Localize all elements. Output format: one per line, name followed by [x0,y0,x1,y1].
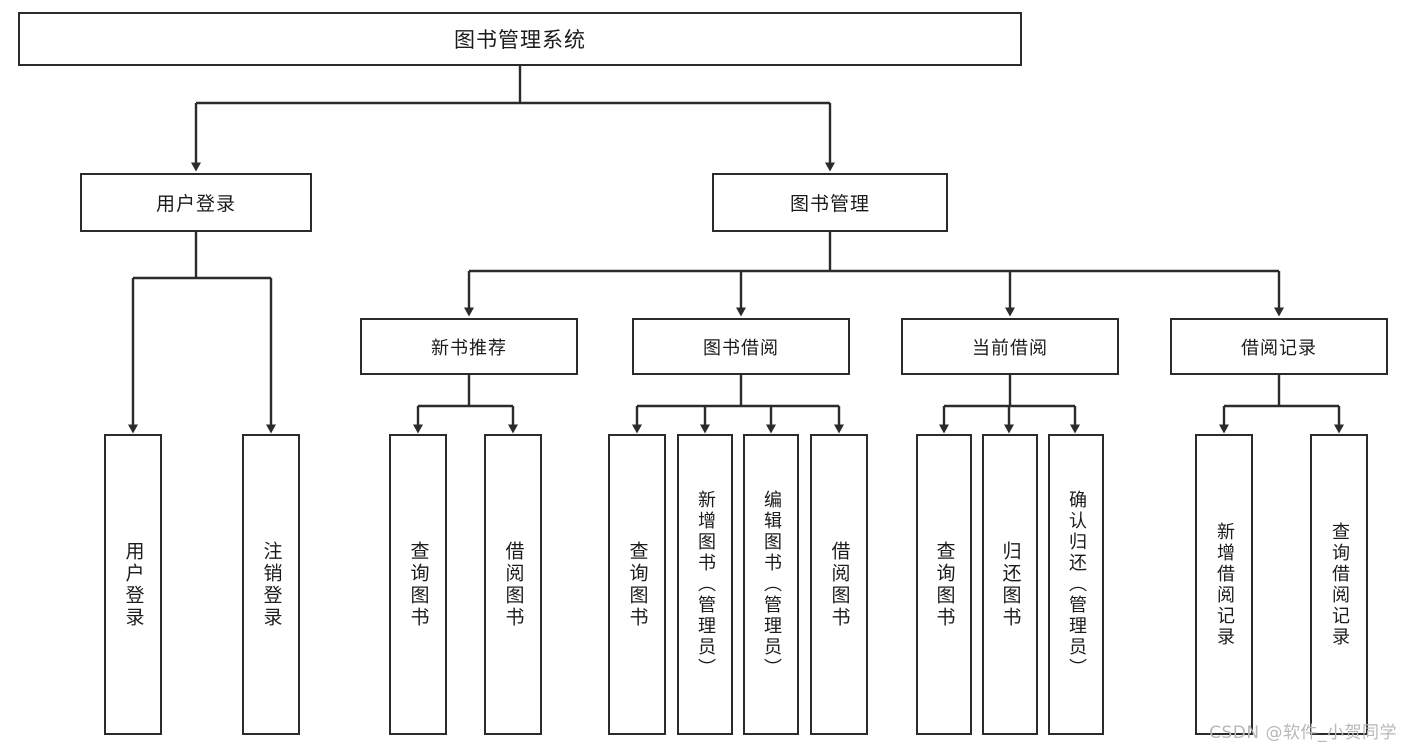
node-user-login[interactable]: 用户登录 [80,173,312,232]
leaf-records-query-record[interactable]: 查询借阅记录 [1310,434,1368,735]
node-current-borrow[interactable]: 当前借阅 [901,318,1119,375]
node-label: 查询图书 [626,540,649,629]
node-label: 当前借阅 [972,337,1048,359]
leaf-borrow-borrow-book[interactable]: 借阅图书 [810,434,868,735]
node-label: 借阅图书 [502,540,525,629]
node-label: 编辑图书（管理员） [761,490,782,679]
node-label: 借阅图书 [828,540,851,629]
node-label: 用户登录 [122,540,145,629]
leaf-current-confirm-return-admin[interactable]: 确认归还（管理员） [1048,434,1104,735]
leaf-borrow-add-book-admin[interactable]: 新增图书（管理员） [677,434,733,735]
node-label: 图书借阅 [703,337,779,359]
node-label: 确认归还（管理员） [1066,490,1087,679]
node-label: 查询图书 [933,540,956,629]
node-label: 图书管理系统 [454,28,586,52]
leaf-borrow-edit-book-admin[interactable]: 编辑图书（管理员） [743,434,799,735]
node-label: 图书管理 [789,193,870,215]
node-label: 查询借阅记录 [1329,521,1350,648]
node-book-borrow[interactable]: 图书借阅 [632,318,850,375]
node-label: 新增图书（管理员） [695,490,716,679]
node-label: 归还图书 [999,540,1022,629]
leaf-records-add-record[interactable]: 新增借阅记录 [1195,434,1253,735]
node-label: 注销登录 [260,540,283,629]
leaf-current-query-book[interactable]: 查询图书 [916,434,972,735]
leaf-current-return-book[interactable]: 归还图书 [982,434,1038,735]
node-new-book-recommend[interactable]: 新书推荐 [360,318,578,375]
node-root-library-system[interactable]: 图书管理系统 [18,12,1022,66]
node-label: 用户登录 [155,193,236,215]
leaf-borrow-query-book[interactable]: 查询图书 [608,434,666,735]
node-label: 新增借阅记录 [1214,521,1235,648]
leaf-user-login-signin[interactable]: 用户登录 [104,434,162,735]
leaf-user-login-signout[interactable]: 注销登录 [242,434,300,735]
node-label: 新书推荐 [431,337,507,359]
node-label: 借阅记录 [1241,337,1317,359]
leaf-recommend-borrow-book[interactable]: 借阅图书 [484,434,542,735]
csdn-watermark: CSDN @软件_小贺同学 [1209,723,1397,743]
leaf-recommend-query-book[interactable]: 查询图书 [389,434,447,735]
node-borrow-records[interactable]: 借阅记录 [1170,318,1388,375]
node-book-management[interactable]: 图书管理 [712,173,948,232]
node-label: 查询图书 [407,540,430,629]
